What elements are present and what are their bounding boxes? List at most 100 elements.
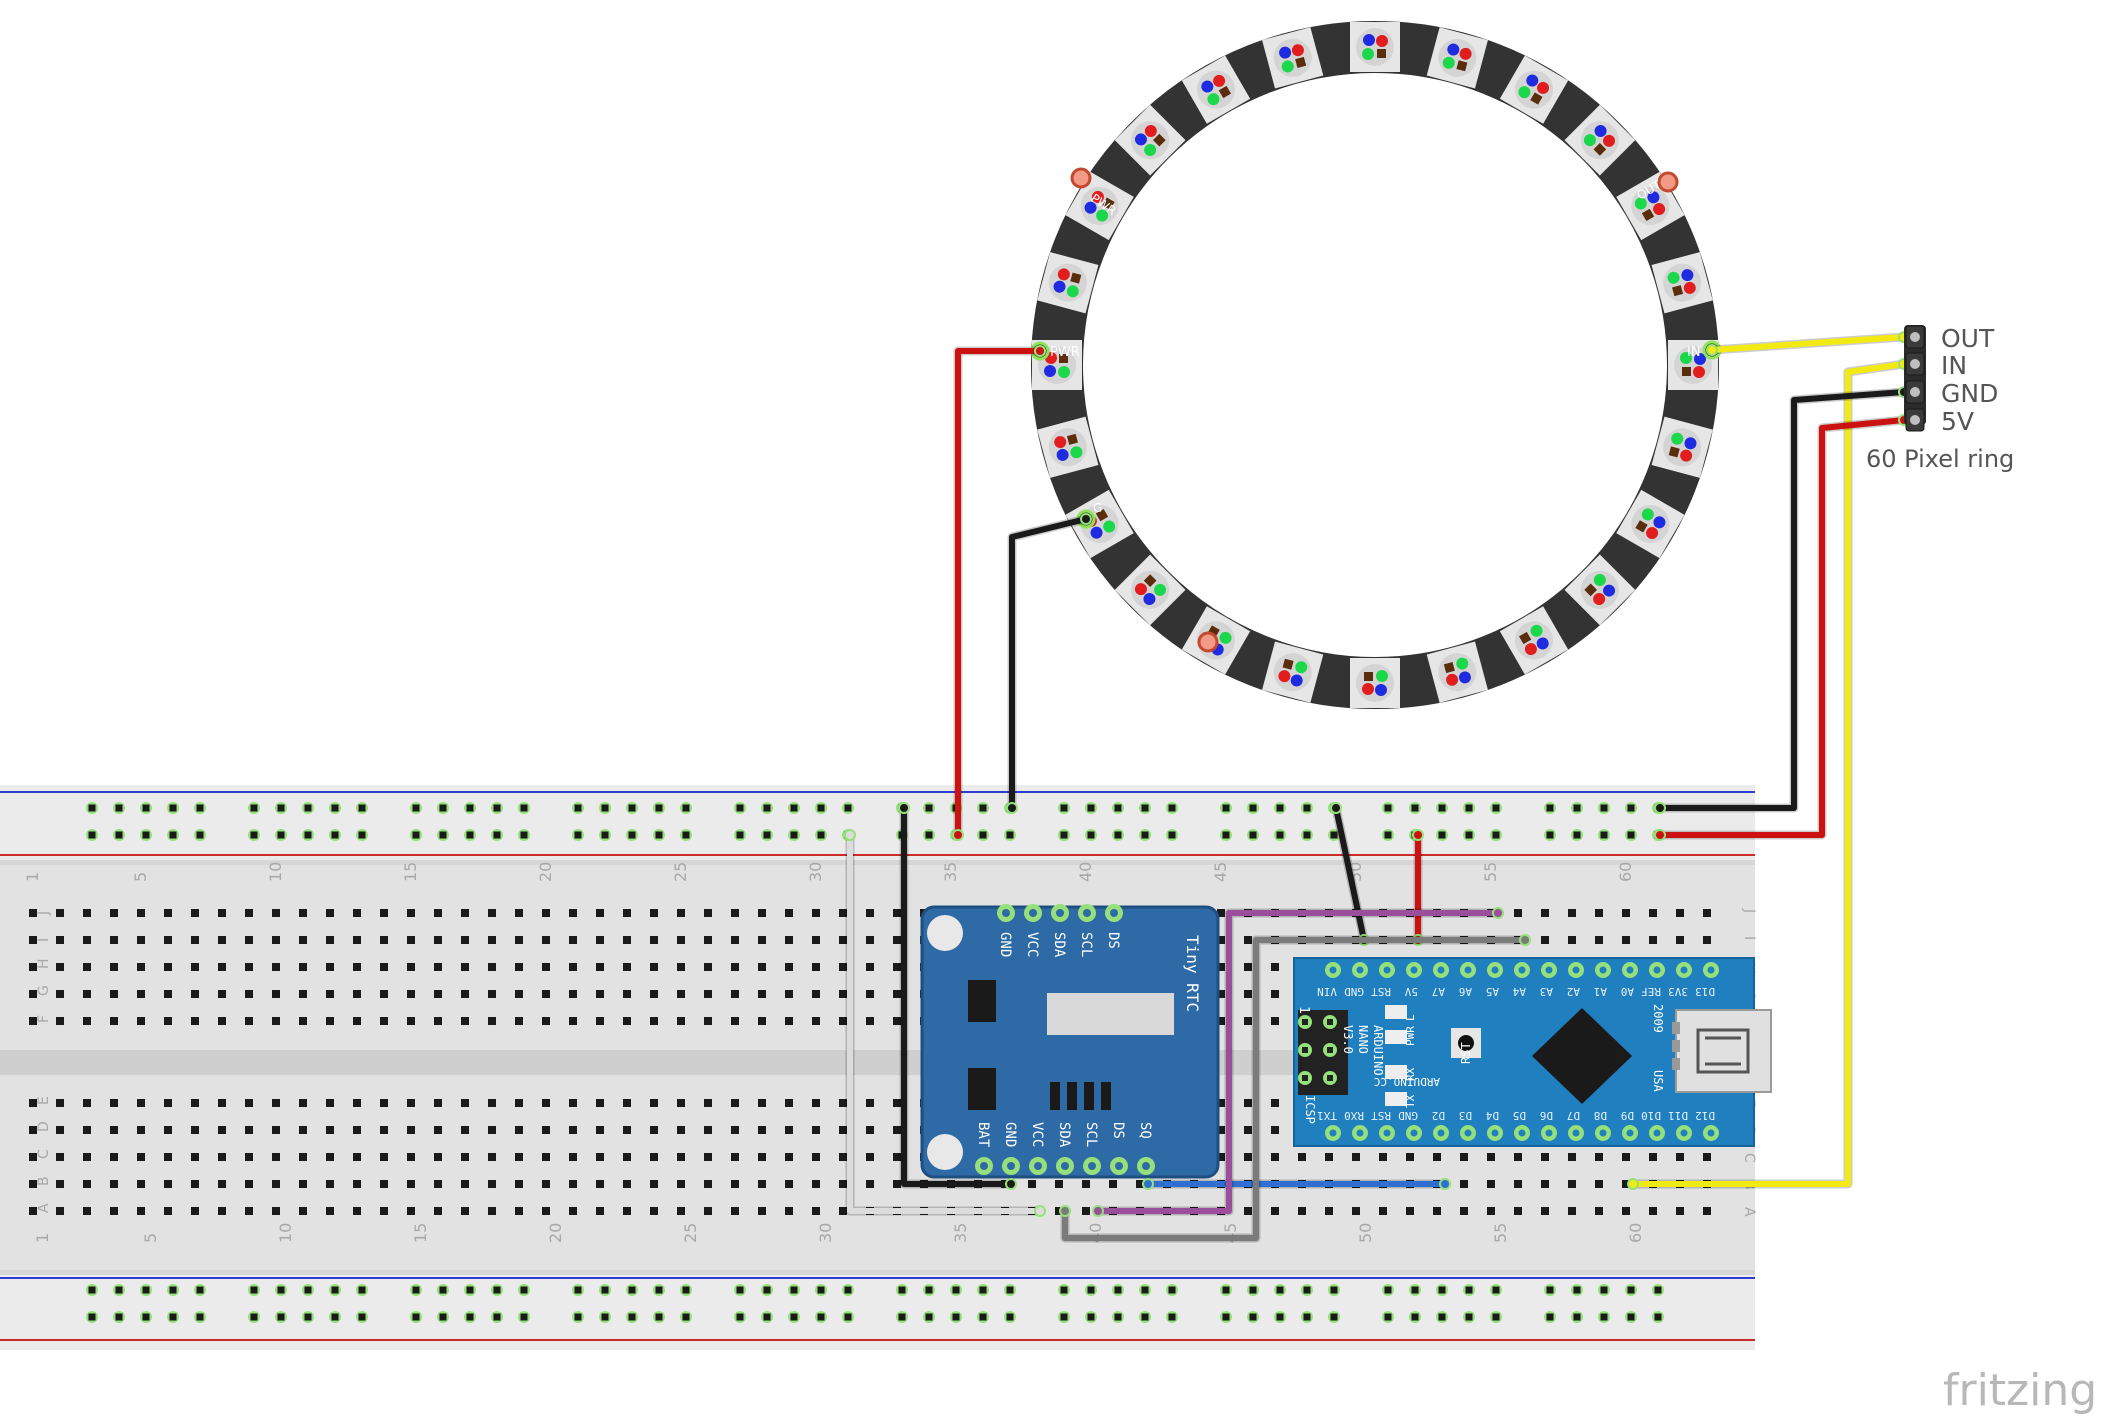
breadboard-hole: [461, 936, 469, 944]
breadboard-hole: [299, 1126, 307, 1134]
rail-hole-center: [844, 1313, 852, 1321]
breadboard-hole: [245, 1207, 253, 1215]
rail-hole-center: [898, 1313, 906, 1321]
breadboard-hole: [299, 1207, 307, 1215]
rail-hole-center: [1168, 1286, 1176, 1294]
wires: [844, 331, 1910, 1243]
breadboard-hole: [245, 990, 253, 998]
rail-hole-center: [1627, 1313, 1635, 1321]
rail-hole-center: [1438, 1313, 1446, 1321]
breadboard-hole: [731, 909, 739, 917]
breadboard-hole: [137, 1207, 145, 1215]
breadboard-hole: [866, 1099, 874, 1107]
rail-hole-center: [142, 1286, 150, 1294]
breadboard-hole: [1271, 1126, 1279, 1134]
breadboard-hole: [434, 936, 442, 944]
row-letter-left: J: [36, 911, 52, 916]
rail-hole-center: [1222, 831, 1230, 839]
column-number-bottom: 10: [276, 1223, 295, 1243]
breadboard-hole: [353, 909, 361, 917]
breadboard-hole: [623, 963, 631, 971]
breadboard-hole: [353, 936, 361, 944]
rail-hole-center: [1330, 1313, 1338, 1321]
breadboard-hole: [218, 936, 226, 944]
breadboard-hole: [569, 1126, 577, 1134]
breadboard-hole: [893, 963, 901, 971]
rail-hole-center: [1114, 831, 1122, 839]
rail-hole-center: [844, 1286, 852, 1294]
breadboard-hole: [164, 1099, 172, 1107]
connector-label: GND: [1941, 379, 1998, 408]
breadboard-hole: [1514, 909, 1522, 917]
breadboard-hole: [218, 990, 226, 998]
breadboard-hole: [191, 1207, 199, 1215]
nano-icsp-pin-label: 1: [1296, 1006, 1311, 1014]
rail-hole-center: [1249, 831, 1257, 839]
breadboard-hole: [83, 1153, 91, 1161]
breadboard-hole: [83, 963, 91, 971]
ring-led: [1651, 416, 1713, 478]
breadboard-hole: [677, 990, 685, 998]
breadboard-hole: [785, 909, 793, 917]
breadboard-hole: [1703, 1153, 1711, 1161]
breadboard-hole: [785, 963, 793, 971]
breadboard-hole: [353, 1207, 361, 1215]
wire-rtc-vcc-end: [1034, 1205, 1046, 1217]
breadboard-hole: [1622, 909, 1630, 917]
rail-hole-center: [304, 1286, 312, 1294]
nano-bottom-pin-label: D3: [1459, 1109, 1472, 1122]
wire-data-in-end: [1627, 1178, 1639, 1190]
rail-hole-center: [1654, 1313, 1662, 1321]
breadboard-hole: [596, 1207, 604, 1215]
ring-label-in: IN: [1687, 345, 1701, 360]
breadboard-hole: [488, 1207, 496, 1215]
breadboard-hole: [272, 990, 280, 998]
rail-hole-center: [898, 1286, 906, 1294]
rail-hole-center: [1249, 804, 1257, 812]
breadboard-hole: [731, 1153, 739, 1161]
nano-board-text: ARDUINO: [1371, 1025, 1385, 1076]
rail-hole-center: [601, 1313, 609, 1321]
breadboard-hole: [1568, 1180, 1576, 1188]
breadboard-hole: [1406, 1207, 1414, 1215]
rail-hole-center: [574, 1313, 582, 1321]
breadboard-hole: [758, 1180, 766, 1188]
breadboard-hole: [1244, 936, 1252, 944]
breadboard-hole: [1244, 1017, 1252, 1025]
rail-hole-center: [1141, 1313, 1149, 1321]
nano-top-pin-label: REF: [1641, 985, 1661, 998]
connector-label: IN: [1941, 351, 1967, 380]
breadboard-hole: [1271, 1153, 1279, 1161]
rail-hole-center: [250, 1286, 258, 1294]
breadboard-hole: [380, 1180, 388, 1188]
rail-hole-center: [1222, 804, 1230, 812]
breadboard-hole: [1514, 1180, 1522, 1188]
breadboard-hole: [677, 1207, 685, 1215]
breadboard-hole: [515, 1180, 523, 1188]
rail-hole-center: [1411, 1313, 1419, 1321]
breadboard-hole: [866, 909, 874, 917]
breadboard-hole: [1487, 1207, 1495, 1215]
breadboard-hole: [623, 1126, 631, 1134]
rail-hole-center: [466, 1286, 474, 1294]
wire-ring-in: [1709, 334, 1907, 353]
wire-rtc-gnd-end: [898, 802, 910, 814]
wire-5v-rail-end: [1654, 829, 1666, 841]
column-number-top: 35: [941, 862, 960, 882]
rail-hole-center: [1330, 1286, 1338, 1294]
breadboard-hole: [893, 1099, 901, 1107]
breadboard-hole: [272, 1207, 280, 1215]
rail-hole-center: [439, 804, 447, 812]
rail-hole-center: [1087, 804, 1095, 812]
breadboard-hole: [380, 909, 388, 917]
breadboard-hole: [110, 990, 118, 998]
breadboard-hole: [29, 1017, 37, 1025]
breadboard-hole: [434, 963, 442, 971]
rail-hole-center: [736, 1313, 744, 1321]
rail-hole-center: [493, 1313, 501, 1321]
column-number-top: 30: [806, 862, 825, 882]
wire-ring-pwr-shadow: [953, 346, 1045, 840]
row-letter-left: G: [36, 985, 52, 996]
breadboard-hole: [1028, 1180, 1036, 1188]
